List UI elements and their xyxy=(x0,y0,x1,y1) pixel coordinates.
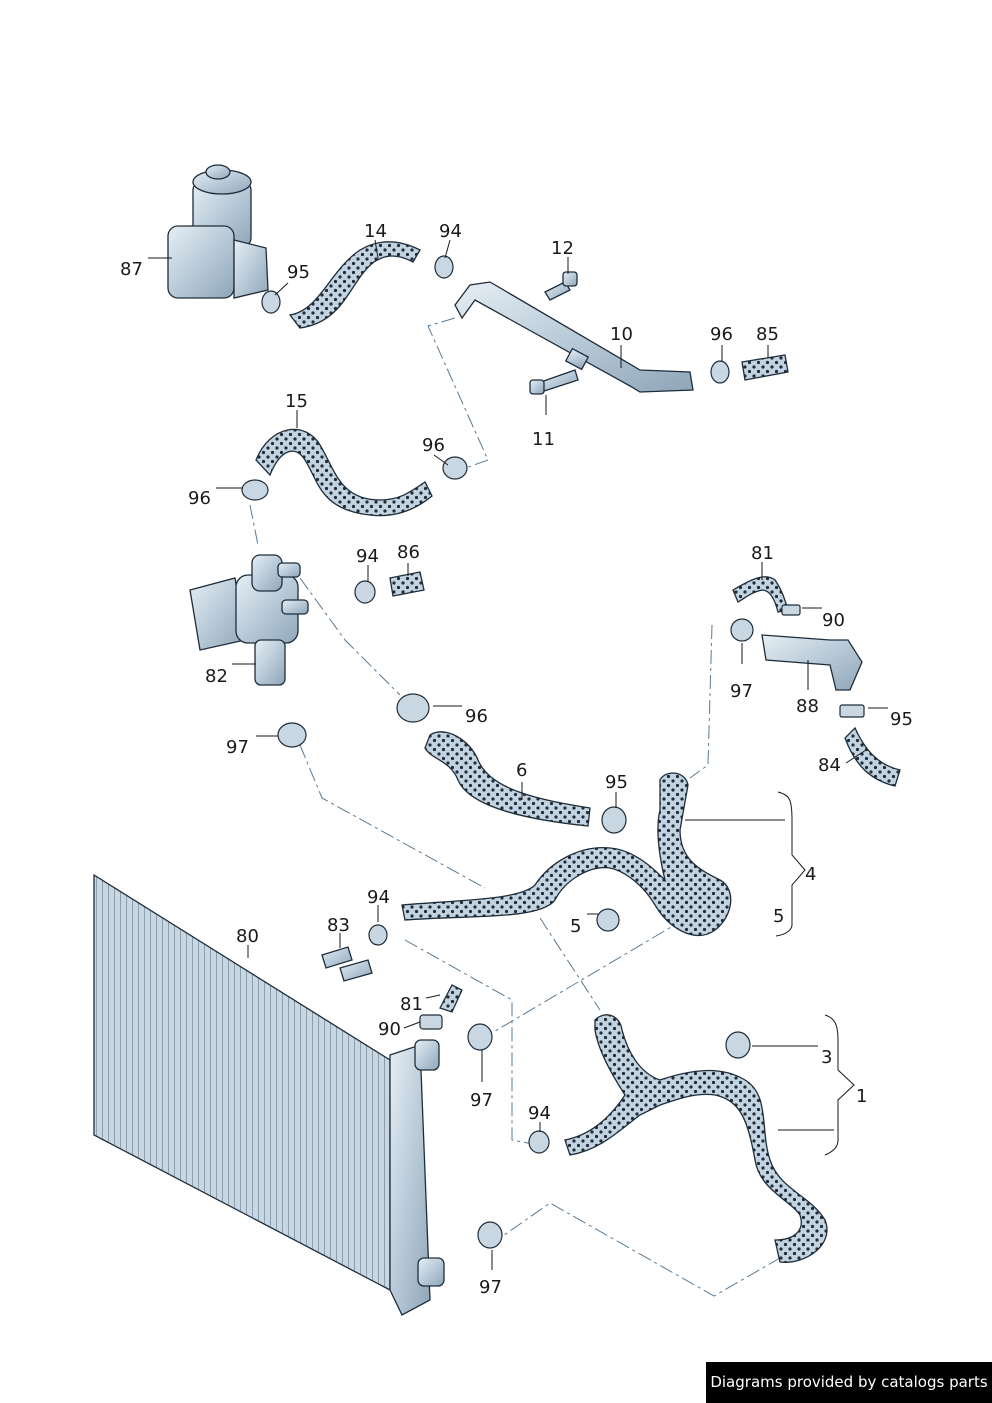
callout-88: 88 xyxy=(796,696,819,717)
callout-81: 81 xyxy=(400,994,423,1015)
hose-86 xyxy=(389,571,425,597)
coolant-pipe-10 xyxy=(454,281,694,393)
callout-90: 90 xyxy=(822,610,845,631)
callout-94: 94 xyxy=(367,887,390,908)
callout-94: 94 xyxy=(439,221,462,242)
radiator-80 xyxy=(93,873,445,1316)
callout-10: 10 xyxy=(610,324,633,345)
hose-81-upper xyxy=(732,576,789,613)
callout-83: 83 xyxy=(327,915,350,936)
callout-96: 96 xyxy=(188,488,211,509)
oil-filter-housing xyxy=(167,164,269,299)
bleed-pipes-83 xyxy=(321,946,373,982)
leader-lines xyxy=(148,239,888,1270)
callout-97: 97 xyxy=(479,1277,502,1298)
callout-82: 82 xyxy=(205,666,228,687)
callout-5: 5 xyxy=(570,916,581,937)
callout-81: 81 xyxy=(751,543,774,564)
callout-labels: 87 14 94 95 12 10 96 85 11 15 96 96 94 8… xyxy=(120,221,913,1298)
callout-90: 90 xyxy=(378,1019,401,1040)
seal-90-lower xyxy=(419,1014,443,1030)
hose-81-lower xyxy=(439,984,463,1013)
hose-assembly-4-5 xyxy=(401,772,732,937)
hose-14 xyxy=(288,241,421,329)
callout-12: 12 xyxy=(551,238,574,259)
callout-94: 94 xyxy=(528,1103,551,1124)
callout-97: 97 xyxy=(470,1090,493,1111)
hose-85 xyxy=(741,354,789,381)
callout-80: 80 xyxy=(236,926,259,947)
callout-95: 95 xyxy=(890,709,913,730)
hose-clamps xyxy=(241,255,865,1249)
callout-95: 95 xyxy=(287,262,310,283)
callout-84: 84 xyxy=(818,755,841,776)
callout-14: 14 xyxy=(364,221,387,242)
callout-96: 96 xyxy=(422,435,445,456)
callout-11: 11 xyxy=(532,429,555,450)
assembly-lines xyxy=(249,317,781,1297)
hose-6 xyxy=(424,731,591,827)
hose-assembly-1-3 xyxy=(564,1014,828,1263)
callout-94: 94 xyxy=(356,546,379,567)
coolant-flange-88 xyxy=(761,634,863,691)
callout-15: 15 xyxy=(285,391,308,412)
callout-85: 85 xyxy=(756,324,779,345)
callout-3: 3 xyxy=(821,1047,832,1068)
callout-95: 95 xyxy=(605,772,628,793)
callout-96: 96 xyxy=(465,706,488,727)
thermostat-housing xyxy=(189,554,309,686)
callout-86: 86 xyxy=(397,542,420,563)
callout-96: 96 xyxy=(710,324,733,345)
callout-5: 5 xyxy=(773,906,784,927)
hose-15 xyxy=(255,428,433,517)
callout-97: 97 xyxy=(226,737,249,758)
callout-6: 6 xyxy=(516,760,527,781)
callout-4: 4 xyxy=(805,864,816,885)
callout-1: 1 xyxy=(856,1086,867,1107)
bolts xyxy=(529,271,579,395)
callout-97: 97 xyxy=(730,681,753,702)
credit-banner: Diagrams provided by catalogs parts xyxy=(706,1362,992,1403)
callout-87: 87 xyxy=(120,259,143,280)
hose-84 xyxy=(844,726,901,787)
